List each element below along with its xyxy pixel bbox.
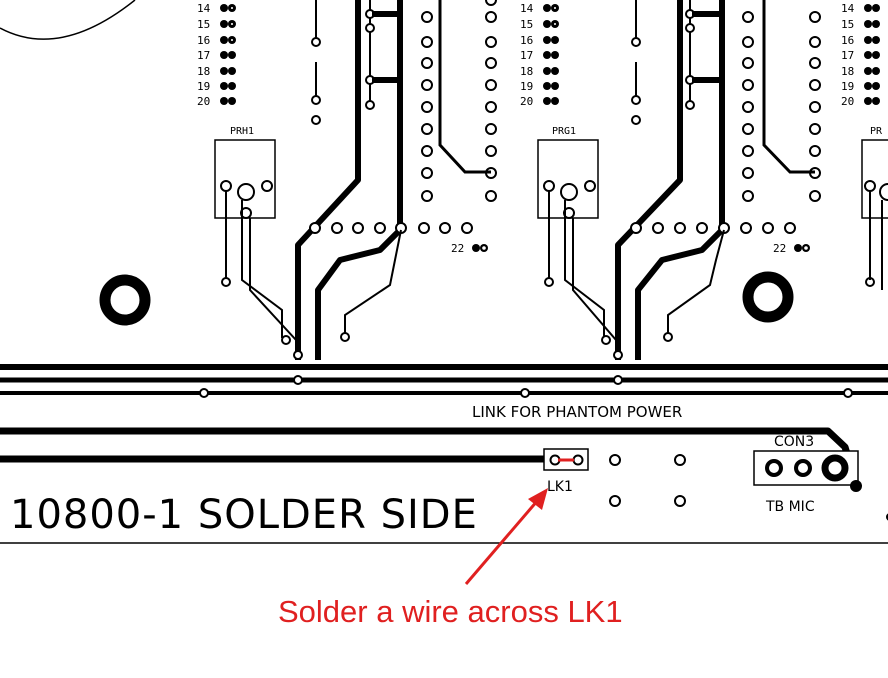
pin-label: 17 xyxy=(841,49,854,62)
component-prh1: PRH1 xyxy=(214,126,276,219)
pin-label: 15 xyxy=(841,18,854,31)
pin-label: 14 xyxy=(841,2,855,15)
pin-label: 20 xyxy=(520,95,533,108)
annotation-arrow xyxy=(464,488,548,585)
mounting-arc xyxy=(0,0,136,40)
pin-label: 20 xyxy=(197,95,210,108)
component-label: CON3 xyxy=(774,434,814,450)
board-title: 10800-1 SOLDER SIDE xyxy=(10,492,478,538)
component-label: PRH1 xyxy=(230,126,254,137)
pin-label-column-left: 14 15 16 17 18 19 20 xyxy=(197,2,211,108)
mounting-hole-left xyxy=(99,274,151,326)
pin-label: 17 xyxy=(197,49,210,62)
component-label: LK1 xyxy=(547,479,573,495)
pin-label: 18 xyxy=(841,65,854,78)
component-label: TB MIC xyxy=(765,499,815,515)
pin-label: 19 xyxy=(841,80,854,93)
left-channel: 14 15 16 17 18 19 20 xyxy=(99,0,497,360)
bus-traces xyxy=(0,364,888,395)
pin-label: 18 xyxy=(520,65,533,78)
pin-label-22: 22 xyxy=(773,242,786,255)
pin-label: 16 xyxy=(841,34,854,47)
pin-label: 16 xyxy=(197,34,210,47)
pin-label: 17 xyxy=(520,49,533,62)
middle-channel: 14 15 16 17 18 19 20 xyxy=(520,0,821,360)
component-lk1: LK1 xyxy=(543,448,589,495)
pin-label: 15 xyxy=(520,18,533,31)
pin-label-column-right: 14 15 16 17 18 19 20 xyxy=(520,2,534,108)
pin-label: 14 xyxy=(520,2,534,15)
component-con3: CON3 TB MIC xyxy=(753,434,862,515)
component-label: PR xyxy=(870,126,883,137)
pin-label-22: 22 xyxy=(451,242,464,255)
pin-label: 19 xyxy=(520,80,533,93)
pin-label: 20 xyxy=(841,95,854,108)
pin-label: 14 xyxy=(197,2,211,15)
right-partial-channel: 14 15 16 17 18 19 20 PR xyxy=(841,2,888,290)
component-label: PRG1 xyxy=(552,126,576,137)
annotation-text: Solder a wire across LK1 xyxy=(278,594,623,629)
pin-label: 15 xyxy=(197,18,210,31)
pin-label: 16 xyxy=(520,34,533,47)
pin-label: 19 xyxy=(197,80,210,93)
pin-label: 18 xyxy=(197,65,210,78)
mounting-hole-right xyxy=(742,271,794,323)
phantom-power-label: LINK FOR PHANTOM POWER xyxy=(472,403,682,421)
